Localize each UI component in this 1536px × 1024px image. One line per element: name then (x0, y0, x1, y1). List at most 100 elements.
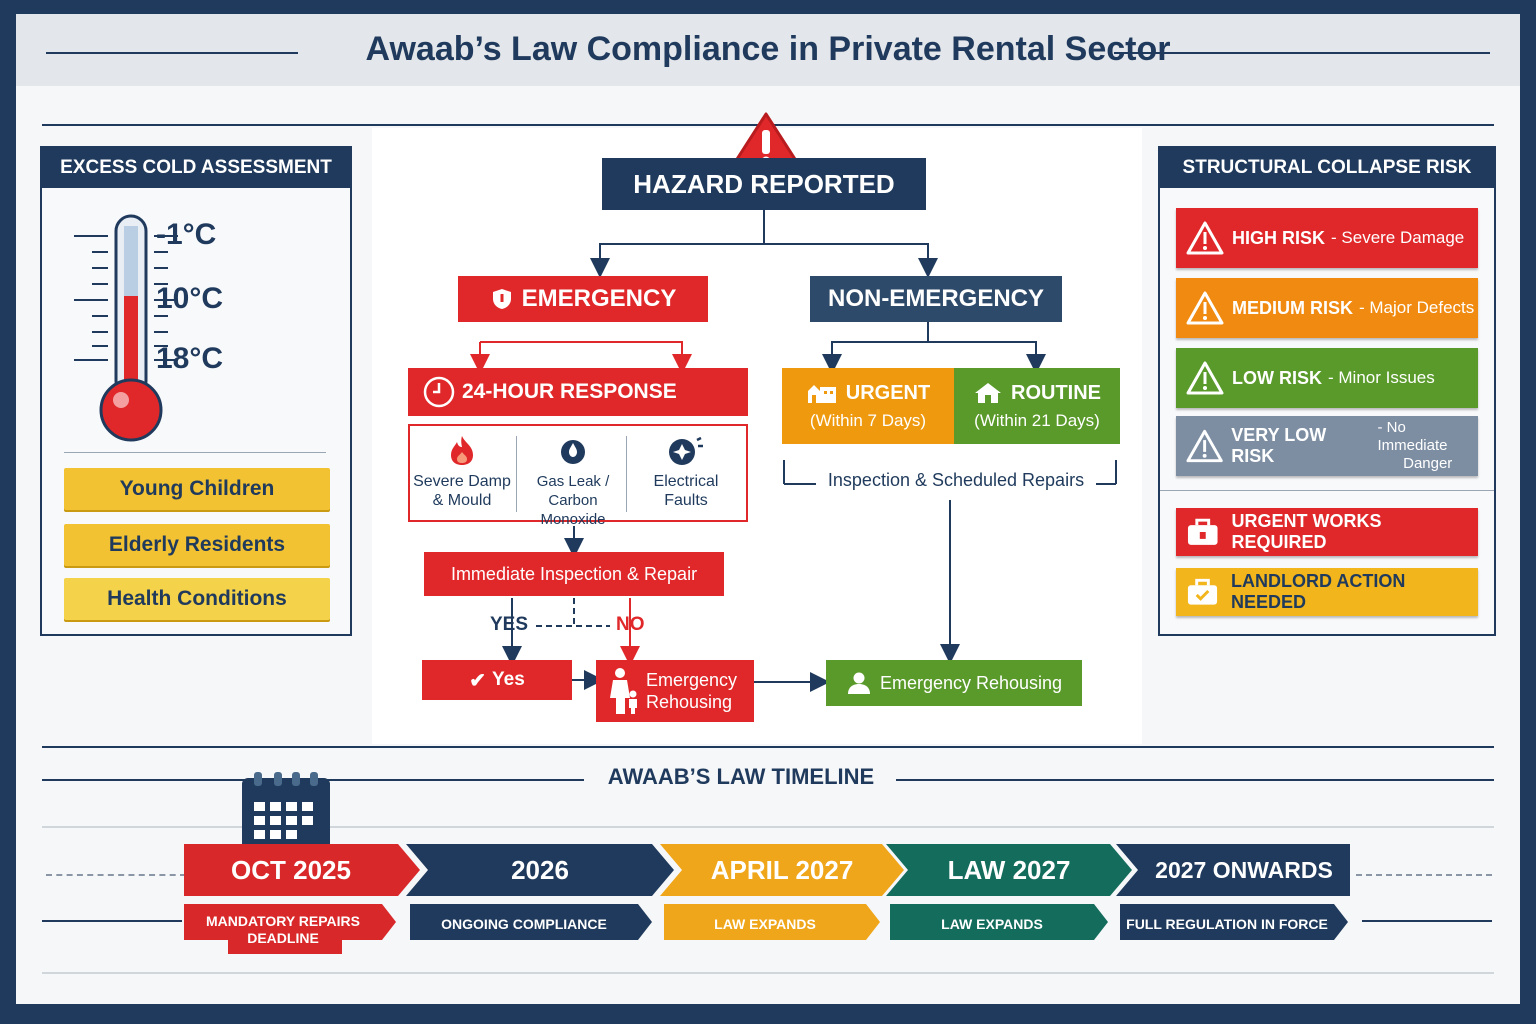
electrical-icon (669, 436, 703, 465)
no-label: NO (616, 614, 645, 635)
warning-triangle-icon (1186, 429, 1223, 463)
thermometer-icon (74, 214, 178, 442)
timeline-tag-april-2027 (664, 904, 880, 940)
timeline-tag-2027-onwards (1120, 904, 1348, 940)
check-icon: ✔ (469, 669, 486, 692)
emergency-label: EMERGENCY (521, 285, 677, 312)
timeline-sub-april-2027: LAW EXPANDS (714, 915, 816, 932)
yes-box: ✔ Yes (422, 660, 572, 700)
timeline-year-law-2027: LAW 2027 (947, 854, 1071, 885)
rehousing-line1: Emergency (646, 670, 738, 690)
routine-title-row: ROUTINE (973, 381, 1101, 405)
risk-very-low-desc-line1: - No Immediate (1377, 419, 1448, 454)
emergency-box: EMERGENCY (458, 276, 708, 322)
risk-high-level: HIGH RISK (1232, 227, 1326, 248)
timeline-tag-oct-2025 (184, 904, 396, 940)
timeline-tag-2026 (410, 904, 652, 940)
cause-divider-2 (626, 436, 627, 512)
timeline-shapes (184, 844, 1350, 954)
risk-level-medium: MEDIUM RISK - Major Defects (1176, 278, 1478, 338)
cause-divider-1 (516, 436, 517, 512)
timeline-bottom-rule (42, 972, 1494, 974)
gas-drop-icon (561, 440, 585, 464)
family-icon (610, 668, 637, 714)
toolbox-icon (1187, 518, 1218, 545)
timeline-year-april-2027: APRIL 2027 (710, 854, 854, 885)
cause-damp-line1: Severe Damp (413, 473, 511, 490)
infographic-page: Awaab’s Law Compliance in Private Rental… (16, 14, 1520, 1004)
landlord-action-label: LANDLORD ACTION NEEDED (1231, 571, 1406, 612)
risk-very-low-level: VERY LOW RISK (1231, 425, 1327, 466)
timeline-sub-oct-line2: DEADLINE (247, 930, 319, 946)
cause-damp-line2: & Mould (432, 492, 492, 509)
structural-risk-header: STRUCTURAL COLLAPSE RISK (1160, 148, 1494, 188)
response-24h-box: 24-HOUR RESPONSE (408, 368, 748, 416)
risk-level-high: HIGH RISK - Severe Damage (1176, 208, 1478, 268)
routine-sub: (Within 21 Days) (974, 411, 1100, 430)
timeline-dash-right (1356, 874, 1492, 876)
immediate-inspection-box: Immediate Inspection & Repair (424, 552, 724, 596)
person-icon (847, 672, 870, 694)
timeline-rule-right (896, 779, 1494, 781)
cause-gas-leak: Gas Leak / Carbon Monoxide (516, 434, 630, 529)
timeline-light-rule (42, 826, 1494, 828)
cold-divider (64, 452, 326, 453)
timeline-sub-oct-2025: MANDATORY REPAIRS DEADLINE (184, 904, 382, 956)
cause-damp-mould: Severe Damp & Mould (408, 434, 516, 510)
timeline-rule-lower-right (1362, 920, 1492, 922)
timeline-dash-left (46, 874, 186, 876)
risk-very-low-desc: - No Immediate Danger (1377, 419, 1478, 473)
risk-divider (1160, 490, 1494, 491)
timeline-arrow-2027-onwards (1116, 844, 1350, 896)
cause-electrical-line2: Faults (664, 492, 708, 509)
rehousing-line2: Rehousing (646, 692, 733, 712)
timeline-arrow-law-2027 (886, 844, 1132, 896)
risk-very-low-desc-line2: Danger (1403, 455, 1453, 472)
yes-label: YES (490, 614, 529, 635)
emergency-rehousing-box: Emergency Rehousing (596, 660, 754, 722)
title-bar: Awaab’s Law Compliance in Private Rental… (16, 14, 1520, 86)
warning-triangle-icon (1186, 291, 1224, 325)
house-icon (975, 383, 1001, 403)
risk-low-desc: - Minor Issues (1328, 368, 1435, 387)
title-rule-left (46, 52, 298, 54)
briefcase-check-icon (1187, 578, 1218, 605)
urgent-box: URGENT (Within 7 Days) (782, 368, 954, 444)
timeline-year-2027-onwards: 2027 ONWARDS (1155, 856, 1333, 883)
title-rule-right (1114, 52, 1490, 54)
fire-icon (451, 436, 473, 465)
vulnerable-group-health: Health Conditions (64, 578, 330, 620)
excess-cold-header: EXCESS COLD ASSESSMENT (42, 148, 350, 188)
risk-level-very-low: VERY LOW RISK - No Immediate Danger (1176, 416, 1478, 476)
section-divider-timeline (42, 746, 1494, 748)
urgent-label: URGENT (845, 381, 931, 404)
urgent-sub: (Within 7 Days) (809, 411, 927, 430)
timeline-sub-oct-line1: MANDATORY REPAIRS (205, 913, 360, 929)
temp-label-10: 10°C (156, 282, 224, 315)
calendar-icon (242, 772, 330, 850)
cause-gas-line2: Carbon Monoxide (540, 492, 606, 528)
timeline-sub-2027-onwards: FULL REGULATION IN FORCE (1126, 915, 1328, 932)
flow-connectors (470, 210, 1117, 692)
yes-box-label: Yes (492, 669, 525, 690)
risk-low-level: LOW RISK (1232, 367, 1322, 388)
timeline-year-2026: 2026 (511, 854, 569, 885)
timeline-arrow-april-2027 (660, 844, 904, 896)
temp-label-minus1: -1°C (156, 218, 217, 251)
timeline-arrow-2026 (406, 844, 674, 896)
routine-box: ROUTINE (Within 21 Days) (954, 368, 1120, 444)
emergency-rehousing-text: Emergency Rehousing (646, 669, 737, 713)
building-icon (807, 385, 836, 403)
urgent-works-banner: URGENT WORKS REQUIRED (1176, 508, 1478, 556)
vulnerable-group-young-children: Young Children (64, 468, 330, 510)
response-24h-label: 24-HOUR RESPONSE (462, 380, 677, 403)
timeline-sub-2026: ONGOING COMPLIANCE (441, 915, 607, 932)
timeline-rule-lower-left (42, 920, 182, 922)
hazard-reported-box: HAZARD REPORTED (602, 158, 926, 210)
cause-electrical-line1: Electrical (653, 473, 719, 490)
timeline-header: AWAAB’S LAW TIMELINE (607, 764, 875, 789)
risk-level-low: LOW RISK - Minor Issues (1176, 348, 1478, 408)
structural-risk-panel: STRUCTURAL COLLAPSE RISK HIGH RISK - Sev… (1158, 146, 1496, 636)
non-emergency-box: NON-EMERGENCY (810, 276, 1062, 322)
shield-icon (492, 289, 511, 309)
